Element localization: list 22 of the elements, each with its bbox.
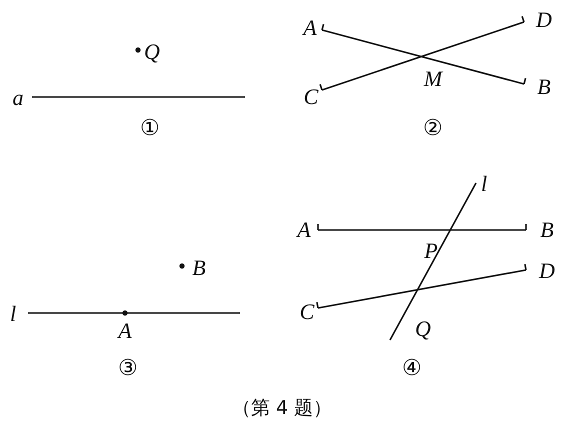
point-label: B bbox=[540, 219, 554, 241]
figure-number: ③ bbox=[118, 357, 138, 379]
point-label: C bbox=[304, 86, 318, 108]
point-label: D bbox=[539, 260, 555, 282]
point-label: C bbox=[300, 301, 314, 323]
point-label: l bbox=[480, 173, 488, 195]
point-label: a bbox=[12, 87, 24, 109]
point-label: Q bbox=[415, 318, 431, 340]
point-label: Q bbox=[144, 41, 160, 63]
point-label: A bbox=[118, 320, 132, 342]
point-label: D bbox=[536, 9, 552, 31]
figure-number: ④ bbox=[402, 357, 422, 379]
point-label: l bbox=[10, 303, 16, 325]
figure-number: ② bbox=[423, 117, 443, 139]
caption: （第 4 题） bbox=[232, 397, 332, 419]
point-label: B bbox=[537, 76, 551, 98]
point-label: B bbox=[192, 257, 206, 279]
point-label: A bbox=[297, 219, 311, 241]
point-label: P bbox=[424, 240, 438, 262]
figure-number: ① bbox=[140, 117, 160, 139]
point-label: A bbox=[303, 17, 317, 39]
point-label: M bbox=[424, 68, 442, 90]
